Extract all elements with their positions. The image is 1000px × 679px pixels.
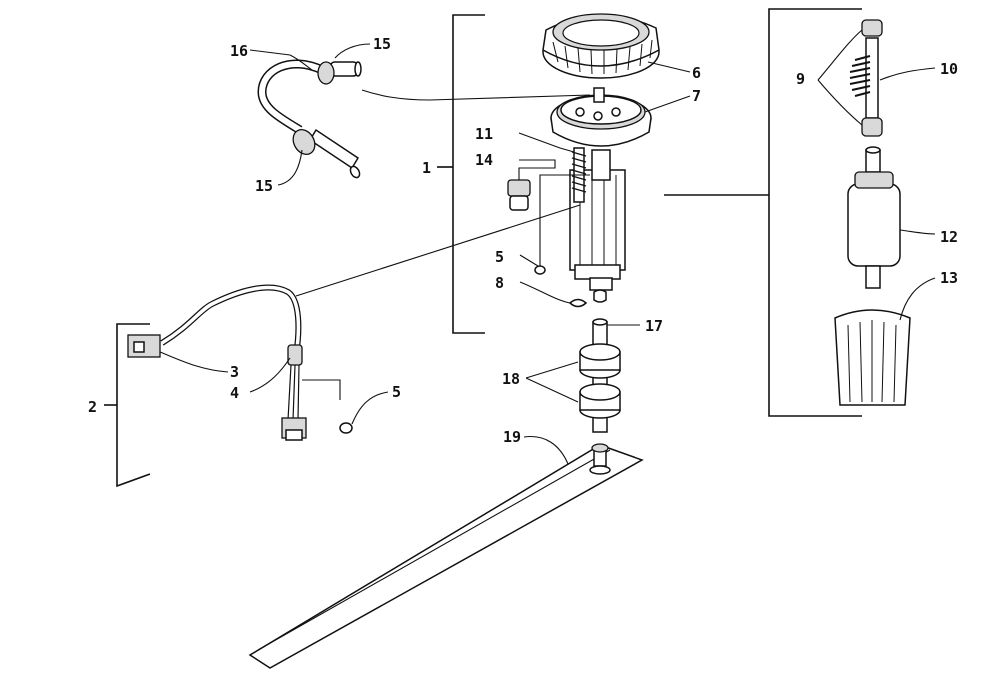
callout-16: 16 [230, 42, 248, 60]
sender-strip-19 [248, 444, 644, 669]
hose-fitting-lower-15 [292, 128, 361, 179]
group-1-bracket [437, 14, 485, 334]
callout-2: 2 [88, 398, 97, 416]
leader-15-lower [277, 149, 303, 186]
group-2-bracket [104, 323, 151, 488]
clip-8 [519, 281, 607, 308]
callout-5-upper: 5 [495, 248, 504, 266]
fuel-pump-12 [847, 146, 936, 289]
callout-1: 1 [422, 159, 431, 177]
leader-15-upper [334, 43, 371, 59]
connector-lower [281, 417, 307, 441]
callout-5-lower: 5 [392, 383, 401, 401]
callout-9: 9 [796, 70, 805, 88]
leader-5-upper [519, 254, 539, 267]
callout-18: 18 [502, 370, 520, 388]
callout-14: 14 [475, 151, 493, 169]
leader-3 [159, 351, 229, 373]
washer-5-lower [339, 391, 389, 434]
pump-hose-10 [849, 37, 879, 119]
connector-3 [127, 334, 161, 358]
callout-8: 8 [495, 274, 504, 292]
leader-18 [525, 361, 579, 403]
leader-9 [817, 29, 863, 126]
fitting-14 [507, 159, 556, 211]
leader-10 [879, 67, 936, 81]
callout-19: 19 [503, 428, 521, 446]
callout-15-upper: 15 [373, 35, 391, 53]
hose-clamp-9-upper [861, 19, 883, 37]
wiring-harness-2 [127, 204, 581, 441]
callout-12: 12 [940, 228, 958, 246]
callout-7: 7 [692, 87, 701, 105]
callout-11: 11 [475, 125, 493, 143]
pump-filter-13 [834, 277, 936, 406]
leader-6 [647, 61, 691, 73]
hose-clamp-9-lower [861, 117, 883, 137]
pump-flange-7 [550, 87, 652, 147]
pump-detail-bracket [664, 8, 862, 417]
callout-10: 10 [940, 60, 958, 78]
screw-19 [589, 443, 611, 475]
lock-ring-6 [542, 13, 660, 79]
fuel-hose-16 [257, 59, 591, 179]
leader-7 [644, 95, 691, 113]
callout-13: 13 [940, 269, 958, 287]
callout-3: 3 [230, 363, 239, 381]
hose-fitting-upper-15 [317, 61, 362, 85]
callout-4: 4 [230, 384, 239, 402]
float-18-upper [579, 343, 621, 379]
callout-15-lower: 15 [255, 177, 273, 195]
washer-5-upper [534, 174, 590, 275]
callout-6: 6 [692, 64, 701, 82]
callout-17: 17 [645, 317, 663, 335]
leader-4 [249, 357, 291, 393]
float-18-lower [579, 383, 621, 419]
leader-19 [523, 435, 569, 465]
leader-16 [249, 49, 313, 71]
